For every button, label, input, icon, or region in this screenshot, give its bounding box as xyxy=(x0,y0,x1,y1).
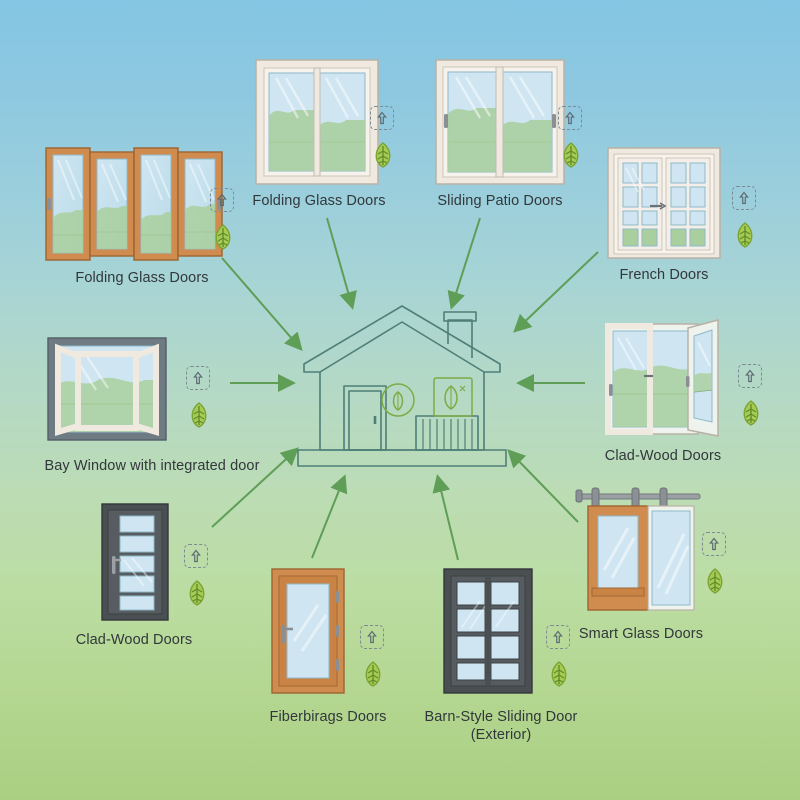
french-doors-badges xyxy=(732,186,762,249)
up-arrow-icon xyxy=(370,106,394,130)
french-door-left xyxy=(617,157,663,251)
up-arrow-icon xyxy=(184,544,208,568)
leaf-square-badge xyxy=(433,377,473,417)
item-label: Folding Glass Doors xyxy=(75,270,209,286)
item-clad-wood-doors-left[interactable]: Clad-Wood Doors xyxy=(76,500,256,650)
item-label: Barn-Style Sliding Door (Exterior) xyxy=(424,709,578,743)
bay-sash-center xyxy=(75,351,139,431)
item-label: Clad-Wood Doors xyxy=(75,632,193,648)
bifold-panel-4 xyxy=(177,151,223,257)
up-arrow-icon xyxy=(360,625,384,649)
item-label: Bay Window with integrated door xyxy=(44,458,260,474)
leaf-icon xyxy=(732,221,758,249)
leaf-icon xyxy=(360,660,386,688)
up-arrow-icon xyxy=(186,366,210,390)
up-arrow-icon xyxy=(558,106,582,130)
leaf-icon xyxy=(186,401,212,429)
folding-top-badges xyxy=(370,106,400,169)
leaf-icon xyxy=(738,399,764,427)
arrow-from-folding-top xyxy=(326,217,357,310)
barn-lites xyxy=(456,581,520,681)
item-label: Sliding Patio Doors xyxy=(437,193,563,209)
up-arrow-icon xyxy=(702,532,726,556)
leaf-icon xyxy=(546,660,572,688)
clad-wood-right-badges xyxy=(738,364,768,427)
folding-left-badges xyxy=(210,188,240,251)
french-doors-art xyxy=(604,144,774,262)
smart-glass-badges xyxy=(702,532,732,595)
bifold-panel-3 xyxy=(133,147,179,261)
sliding-patio-doors-art xyxy=(432,56,592,188)
up-arrow-icon xyxy=(738,364,762,388)
house-front-door xyxy=(343,385,387,451)
arrow-from-barn-style xyxy=(432,474,459,561)
item-clad-wood-doors-right[interactable]: Clad-Wood Doors xyxy=(600,318,780,466)
item-label: Fiberbirags Doors xyxy=(269,709,387,725)
french-door-right xyxy=(665,157,711,251)
fiberbirags-doors-art xyxy=(268,565,428,697)
barn-style-art xyxy=(440,565,610,697)
leaf-circle-badge xyxy=(381,383,415,417)
clad-wood-lites xyxy=(119,515,155,611)
leaf-icon xyxy=(702,567,728,595)
fiberbirags-badges xyxy=(360,625,390,688)
leaf-icon xyxy=(558,141,584,169)
glass-pane-left xyxy=(268,72,316,172)
smart-glass-panel xyxy=(647,505,695,611)
item-label: Folding Glass Doors xyxy=(252,193,386,209)
barn-style-badges xyxy=(546,625,576,688)
arrow-from-sliding-patio xyxy=(447,217,481,310)
arrow-from-french xyxy=(513,251,599,333)
clad-wood-open-leaf xyxy=(686,319,719,437)
arrow-from-smart-glass xyxy=(507,449,579,523)
bay-window-art xyxy=(44,334,260,444)
clad-wood-left-badges xyxy=(184,544,214,607)
leaf-icon xyxy=(210,223,236,251)
bifold-panel-2 xyxy=(89,151,135,257)
smart-glass-doors-art xyxy=(574,478,754,620)
smart-glass-wood-panel xyxy=(587,505,649,611)
up-arrow-icon xyxy=(210,188,234,212)
item-label: French Doors xyxy=(619,267,709,283)
item-smart-glass-doors[interactable]: Smart Glass Doors xyxy=(574,478,754,644)
bifold-panel-1 xyxy=(45,147,91,261)
bay-window-badges xyxy=(186,366,216,429)
folding-glass-doors-top-art xyxy=(252,56,412,188)
leaf-icon xyxy=(370,141,396,169)
sliding-panel-right xyxy=(501,71,556,173)
clad-wood-handle xyxy=(112,556,121,574)
clad-wood-right-art xyxy=(600,318,780,438)
house-chimney xyxy=(447,319,473,358)
house-roof xyxy=(303,305,501,373)
item-folding-glass-doors-left[interactable]: Folding Glass Doors xyxy=(42,140,262,288)
leaf-icon xyxy=(184,579,210,607)
up-arrow-icon xyxy=(732,186,756,210)
house-foundation xyxy=(297,449,507,467)
fiberbirags-glass xyxy=(286,583,330,679)
item-french-doors[interactable]: French Doors xyxy=(604,144,774,285)
item-sliding-patio-doors[interactable]: Sliding Patio Doors xyxy=(432,56,592,211)
arrow-from-fiberbirags xyxy=(311,474,348,559)
item-label: Clad-Wood Doors xyxy=(604,448,722,464)
clad-wood-fixed-leaf xyxy=(605,323,653,435)
house-porch-railing xyxy=(415,415,479,451)
item-label: Smart Glass Doors xyxy=(578,626,704,642)
glass-pane-right xyxy=(318,72,366,172)
sliding-patio-badges xyxy=(558,106,588,169)
folding-glass-doors-left-art xyxy=(42,140,262,265)
house-front-door-inner xyxy=(348,390,382,451)
item-bay-window-integrated-door[interactable]: Bay Window with integrated door xyxy=(44,334,260,476)
item-fiberbirags-doors[interactable]: Fiberbirags Doors xyxy=(268,565,428,727)
item-folding-glass-doors-top[interactable]: Folding Glass Doors xyxy=(252,56,412,211)
railing-balusters xyxy=(422,419,473,450)
fiberbirags-handle xyxy=(281,625,293,643)
sliding-panel-left xyxy=(444,71,499,173)
clad-wood-left-art xyxy=(96,500,256,622)
item-barn-style-sliding-door[interactable]: Barn-Style Sliding Door (Exterior) xyxy=(424,565,610,744)
chimney-cap xyxy=(443,311,477,322)
up-arrow-icon xyxy=(546,625,570,649)
fiberbirags-hinges xyxy=(336,591,339,671)
central-house-illustration xyxy=(297,305,507,467)
